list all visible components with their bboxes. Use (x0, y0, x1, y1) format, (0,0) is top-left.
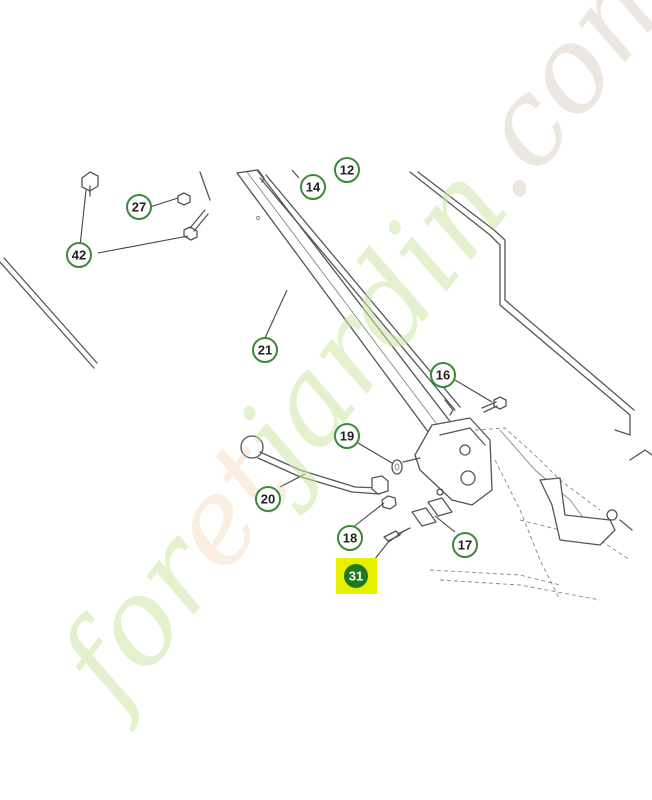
callout-21[interactable]: 21 (252, 337, 278, 363)
svg-text:14: 14 (306, 180, 321, 195)
svg-text:17: 17 (458, 538, 472, 553)
highlighted-callout-31[interactable]: 31 (336, 558, 377, 594)
svg-text:16: 16 (436, 368, 450, 383)
callouts: 14 12 27 42 21 16 19 20 (66, 157, 478, 594)
svg-text:19: 19 (340, 429, 354, 444)
svg-text:42: 42 (72, 248, 86, 263)
callout-42[interactable]: 42 (66, 242, 92, 268)
callout-12[interactable]: 12 (334, 157, 360, 183)
callout-17[interactable]: 17 (452, 532, 478, 558)
callout-20[interactable]: 20 (255, 486, 281, 512)
svg-text:27: 27 (132, 200, 146, 215)
callout-16[interactable]: 16 (430, 362, 456, 388)
svg-text:31: 31 (349, 569, 363, 584)
watermark: foretjardin.com (26, 0, 652, 736)
callout-14[interactable]: 14 (300, 174, 326, 200)
svg-text:12: 12 (340, 163, 354, 178)
svg-text:21: 21 (258, 343, 272, 358)
callout-27[interactable]: 27 (126, 194, 152, 220)
leader-lines (79, 169, 493, 566)
callout-19[interactable]: 19 (334, 423, 360, 449)
svg-text:18: 18 (343, 531, 357, 546)
svg-text:foretjardin.com: foretjardin.com (26, 0, 652, 736)
svg-text:20: 20 (261, 492, 275, 507)
callout-18[interactable]: 18 (337, 525, 363, 551)
diagram-linework (0, 169, 652, 601)
